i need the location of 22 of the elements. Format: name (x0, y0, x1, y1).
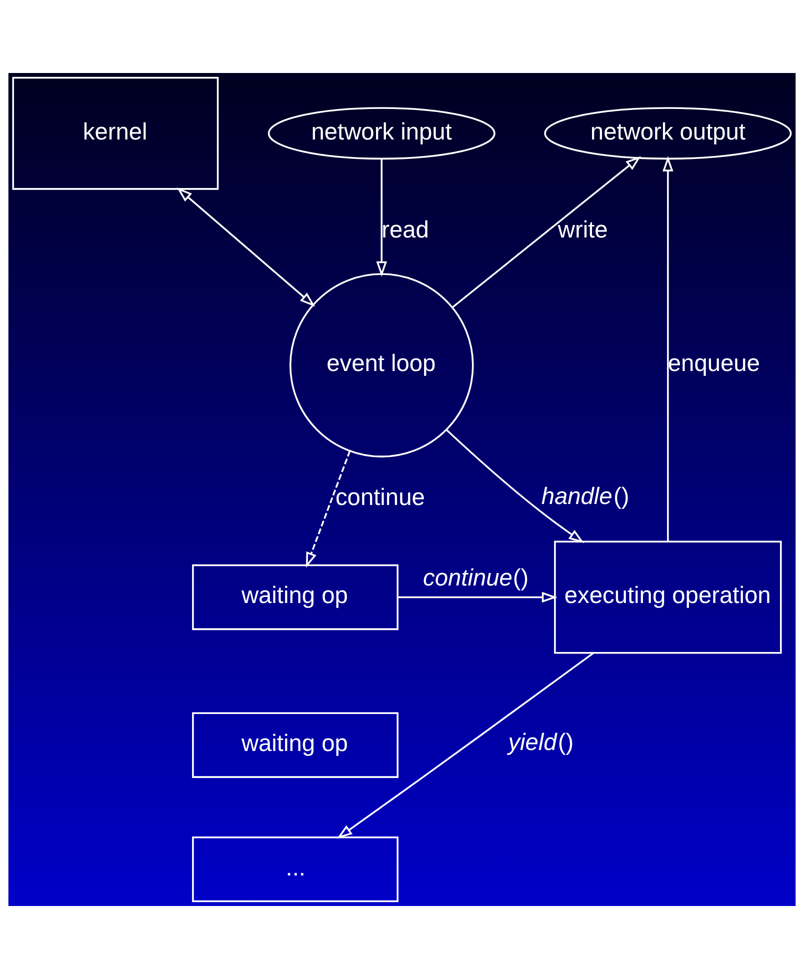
node-box: ... (192, 836, 398, 902)
arrow (662, 156, 674, 542)
node-box: waiting op (192, 712, 398, 778)
node-box: waiting op (192, 564, 398, 630)
edge-label: write (558, 217, 608, 244)
arrow (446, 429, 584, 544)
arrow (398, 592, 558, 603)
edge-label: read (382, 217, 429, 244)
node-circle: event loop (289, 273, 474, 458)
node-box: executing operation (554, 540, 782, 654)
edge-label: continue() (423, 565, 529, 592)
node-ellipse: network input (268, 107, 496, 160)
edge-label: handle() (541, 484, 630, 510)
arrow (376, 158, 388, 277)
edge-label: continue (335, 484, 425, 511)
node-ellipse: network output (544, 107, 792, 160)
node-box: kernel (12, 76, 219, 190)
arrow (306, 450, 351, 568)
edge-label: yield() (508, 730, 574, 756)
arrow (336, 652, 594, 839)
arrow (452, 156, 641, 308)
arrow (176, 187, 316, 307)
